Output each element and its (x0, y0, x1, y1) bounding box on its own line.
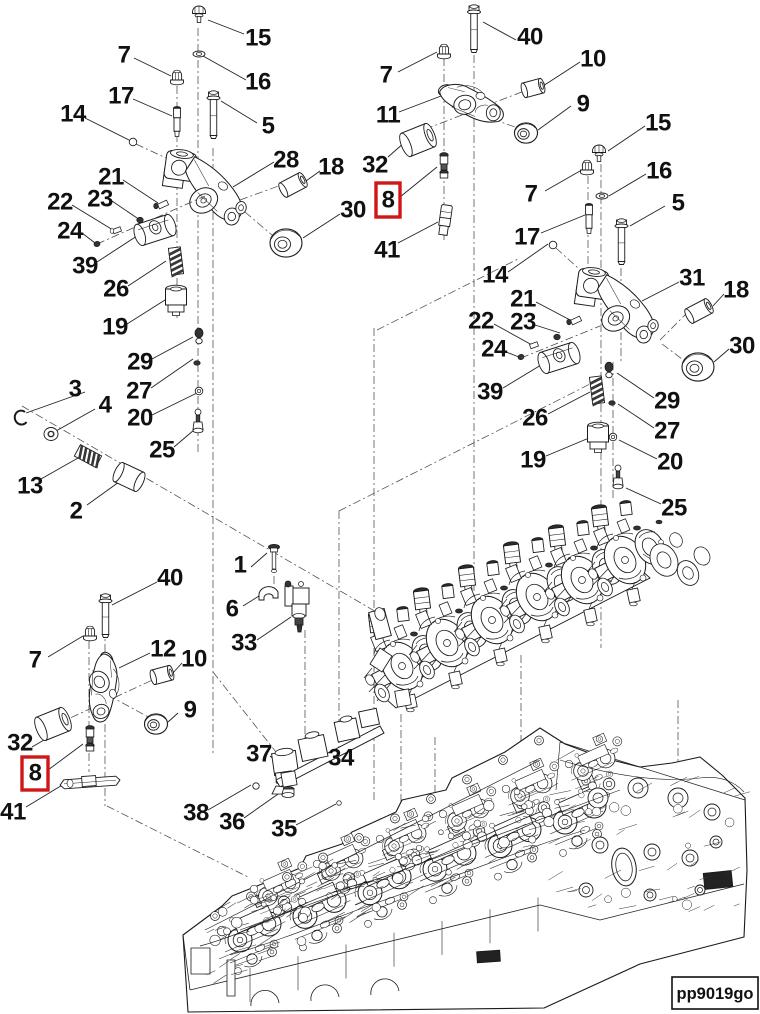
svg-text:29: 29 (654, 388, 680, 415)
svg-text:15: 15 (645, 110, 671, 137)
svg-text:27: 27 (654, 418, 680, 445)
svg-text:7: 7 (118, 42, 131, 69)
svg-text:25: 25 (149, 437, 175, 464)
svg-text:37: 37 (246, 741, 272, 768)
svg-text:18: 18 (318, 154, 344, 181)
svg-text:38: 38 (183, 800, 209, 827)
svg-text:33: 33 (231, 630, 257, 657)
svg-text:21: 21 (510, 286, 536, 313)
svg-text:7: 7 (380, 62, 393, 89)
svg-text:9: 9 (184, 697, 197, 724)
svg-text:19: 19 (520, 447, 546, 474)
svg-text:26: 26 (522, 405, 548, 432)
svg-text:3: 3 (69, 376, 82, 403)
svg-text:20: 20 (657, 449, 683, 476)
svg-text:22: 22 (468, 308, 494, 335)
svg-text:21: 21 (98, 164, 124, 191)
svg-text:17: 17 (514, 224, 540, 251)
svg-text:14: 14 (482, 262, 509, 289)
svg-text:27: 27 (126, 378, 152, 405)
svg-text:19: 19 (102, 314, 128, 341)
svg-text:16: 16 (646, 158, 672, 185)
svg-text:31: 31 (679, 265, 705, 292)
svg-text:9: 9 (577, 91, 590, 118)
svg-text:30: 30 (340, 197, 366, 224)
svg-text:32: 32 (362, 152, 388, 179)
svg-text:39: 39 (72, 253, 98, 280)
svg-text:15: 15 (245, 25, 271, 52)
svg-text:8: 8 (382, 187, 395, 214)
svg-text:10: 10 (580, 46, 606, 73)
svg-text:20: 20 (127, 405, 153, 432)
svg-text:7: 7 (525, 181, 538, 208)
svg-text:18: 18 (723, 277, 749, 304)
svg-text:5: 5 (262, 113, 275, 140)
svg-text:34: 34 (328, 745, 355, 772)
svg-text:41: 41 (374, 237, 400, 264)
svg-text:40: 40 (157, 565, 183, 592)
svg-text:10: 10 (181, 646, 207, 673)
svg-text:22: 22 (47, 189, 73, 216)
svg-text:11: 11 (376, 102, 401, 129)
svg-text:24: 24 (57, 218, 84, 245)
svg-text:39: 39 (477, 379, 503, 406)
svg-text:4: 4 (99, 392, 113, 419)
svg-text:1: 1 (234, 552, 247, 579)
svg-text:pp9019go: pp9019go (676, 985, 753, 1003)
svg-text:17: 17 (108, 83, 134, 110)
svg-text:25: 25 (661, 495, 687, 522)
svg-text:26: 26 (103, 276, 129, 303)
svg-text:23: 23 (87, 186, 113, 213)
svg-text:16: 16 (245, 69, 271, 96)
svg-text:6: 6 (226, 596, 239, 623)
svg-text:23: 23 (510, 309, 536, 336)
svg-text:32: 32 (7, 730, 33, 757)
svg-text:14: 14 (60, 101, 87, 128)
svg-text:2: 2 (70, 498, 83, 525)
svg-text:41: 41 (0, 799, 26, 826)
svg-text:36: 36 (219, 809, 245, 836)
svg-text:5: 5 (672, 190, 685, 217)
svg-text:40: 40 (517, 24, 543, 51)
svg-text:13: 13 (17, 473, 43, 500)
svg-text:24: 24 (481, 336, 508, 363)
svg-text:28: 28 (273, 147, 299, 174)
svg-text:8: 8 (29, 760, 42, 787)
svg-text:29: 29 (127, 349, 153, 376)
svg-text:30: 30 (729, 333, 755, 360)
svg-text:35: 35 (271, 816, 297, 843)
svg-text:7: 7 (29, 647, 42, 674)
svg-text:12: 12 (150, 636, 176, 663)
